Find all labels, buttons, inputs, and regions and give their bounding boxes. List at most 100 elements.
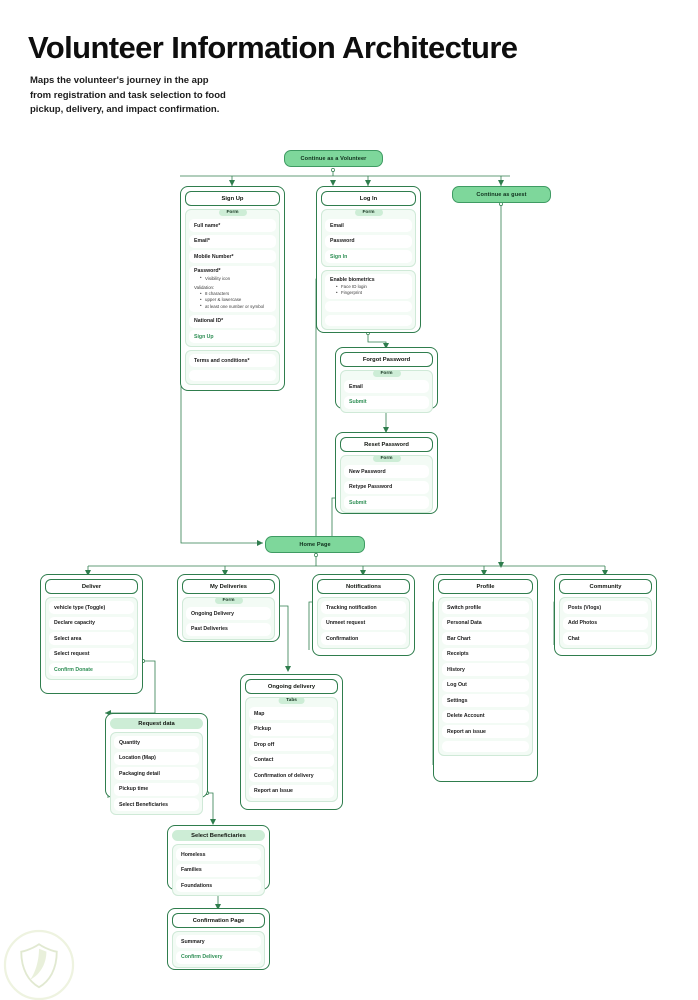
card-select-beneficiaries[interactable]: Select Beneficiaries Homeless Families F… [167, 825, 270, 896]
card-title: Deliver [45, 579, 138, 594]
field-full-name[interactable]: Full name* [189, 219, 276, 232]
forgot-submit-button[interactable]: Submit [344, 395, 429, 409]
tab-map[interactable]: Map [249, 707, 334, 720]
my-deliveries-ongoing[interactable]: Ongoing Delivery [186, 607, 271, 620]
card-community[interactable]: Community Posts (Vlogs) Add Photos Chat [554, 574, 657, 656]
beneficiary-item-foundations[interactable]: Foundations [176, 879, 261, 892]
login-biometrics-group: Enable biometrics Face ID login Fingerpr… [321, 270, 416, 330]
beneficiary-item-homeless[interactable]: Homeless [176, 848, 261, 861]
tab-confirmation-of-delivery[interactable]: Confirmation of delivery [249, 769, 334, 782]
card-title: Community [559, 579, 652, 594]
list-item: Face ID login [336, 283, 407, 290]
deliver-item-declare-capacity[interactable]: Declare capacity [49, 616, 134, 630]
card-title: Confirmation Page [172, 913, 265, 928]
card-deliver[interactable]: Deliver vehicle type (Toggle) Declare ca… [40, 574, 143, 694]
beneficiaries-items-group: Homeless Families Foundations [172, 844, 265, 896]
field-password[interactable]: Password* Visibility icon Validation: 8 … [189, 265, 276, 313]
deliver-item-select-request[interactable]: Select request [49, 647, 134, 661]
notifications-items-group: Tracking notification Unmeet request Con… [317, 597, 410, 649]
request-item-pickup-time[interactable]: Pickup time [114, 782, 199, 796]
terms-and-conditions-link[interactable]: Terms and conditions* [189, 354, 276, 368]
group-badge: Form [214, 597, 243, 604]
card-log-in[interactable]: Log In Form Email Password Sign In Enabl… [316, 186, 421, 333]
profile-item-personal-data[interactable]: Personal Data [442, 616, 529, 630]
tab-report-an-issue[interactable]: Report an Issue [249, 784, 334, 798]
field-national-id[interactable]: National ID* [189, 314, 276, 328]
confirmation-items-group: Summary Confirm Delivery [172, 931, 265, 968]
field-mobile-number[interactable]: Mobile Number* [189, 250, 276, 263]
my-deliveries-past[interactable]: Past Deliveries [186, 622, 271, 636]
card-title: Sign Up [185, 191, 280, 206]
request-item-quantity[interactable]: Quantity [114, 736, 199, 749]
card-title: Notifications [317, 579, 410, 594]
field-password[interactable]: Password [325, 234, 412, 248]
profile-item-settings[interactable]: Settings [442, 694, 529, 707]
card-title: Log In [321, 191, 416, 206]
list-item: Fingerprint [336, 290, 407, 296]
community-items-group: Posts (Vlogs) Add Photos Chat [559, 597, 652, 649]
notification-item-confirmation[interactable]: Confirmation [321, 632, 406, 645]
community-item-chat[interactable]: Chat [563, 632, 648, 645]
node-continue-as-volunteer[interactable]: Continue as a Volunteer [284, 150, 383, 167]
list-item: Visibility icon [200, 275, 271, 282]
profile-item-history[interactable]: History [442, 663, 529, 676]
card-request-data[interactable]: Request data Quantity Location (Map) Pac… [105, 713, 208, 815]
beneficiary-item-families[interactable]: Families [176, 863, 261, 877]
card-sign-up[interactable]: Sign Up Form Full name* Email* Mobile Nu… [180, 186, 285, 391]
card-ongoing-delivery[interactable]: Ongoing delivery Tabs Map Pickup Drop of… [240, 674, 343, 810]
biometrics-list: Face ID login Fingerprint [330, 283, 407, 296]
profile-item-report-an-issue[interactable]: Report an issue [442, 725, 529, 738]
deliver-item-vehicle-type[interactable]: vehicle type (Toggle) [49, 601, 134, 614]
profile-item-log-out[interactable]: Log Out [442, 678, 529, 692]
request-item-select-beneficiaries[interactable]: Select Beneficiaries [114, 798, 199, 811]
group-badge: Form [372, 455, 401, 462]
community-item-posts[interactable]: Posts (Vlogs) [563, 601, 648, 614]
node-continue-as-guest[interactable]: Continue as guest [452, 186, 551, 203]
profile-item-switch-profile[interactable]: Switch profile [442, 601, 529, 614]
request-item-location[interactable]: Location (Map) [114, 751, 199, 765]
tab-drop-off[interactable]: Drop off [249, 738, 334, 751]
node-home-page[interactable]: Home Page [265, 536, 365, 553]
community-item-add-photos[interactable]: Add Photos [563, 616, 648, 630]
card-notifications[interactable]: Notifications Tracking notification Unme… [312, 574, 415, 656]
signup-submit-button[interactable]: Sign Up [189, 330, 276, 344]
node-label: Continue as a Volunteer [300, 155, 367, 162]
profile-item-delete-account[interactable]: Delete Account [442, 709, 529, 723]
reset-submit-button[interactable]: Submit [344, 496, 429, 509]
profile-item-receipts[interactable]: Receipts [442, 647, 529, 661]
request-item-packaging-detail[interactable]: Packaging detail [114, 767, 199, 780]
validation-list: 8 characters upper & lowercase at least … [194, 291, 271, 310]
signup-form-group: Form Full name* Email* Mobile Number* Pa… [185, 209, 280, 348]
notification-item-unmeet-request[interactable]: Unmeet request [321, 616, 406, 630]
card-forgot-password[interactable]: Forgot Password Form Email Submit [335, 347, 438, 413]
confirm-delivery-button[interactable]: Confirm Delivery [176, 950, 261, 964]
field-new-password[interactable]: New Password [344, 465, 429, 478]
confirmation-item-summary[interactable]: Summary [176, 935, 261, 948]
ongoing-delivery-tabs-group: Tabs Map Pickup Drop off Contact Confirm… [245, 697, 338, 802]
notification-item-tracking[interactable]: Tracking notification [321, 601, 406, 614]
group-badge: Form [218, 209, 247, 216]
field-email[interactable]: Email* [189, 234, 276, 248]
tab-pickup[interactable]: Pickup [249, 722, 334, 736]
card-confirmation-page[interactable]: Confirmation Page Summary Confirm Delive… [167, 908, 270, 970]
card-my-deliveries[interactable]: My Deliveries Form Ongoing Delivery Past… [177, 574, 280, 642]
field-retype-password[interactable]: Retype Password [344, 480, 429, 494]
spacer-row [325, 314, 412, 326]
node-label: Continue as guest [476, 191, 527, 198]
profile-item-bar-chart[interactable]: Bar Chart [442, 632, 529, 645]
card-profile[interactable]: Profile Switch profile Personal Data Bar… [433, 574, 538, 782]
enable-biometrics-row[interactable]: Enable biometrics Face ID login Fingerpr… [325, 274, 412, 299]
confirm-donate-button[interactable]: Confirm Donate [49, 663, 134, 676]
card-title: Reset Password [340, 437, 433, 452]
field-email[interactable]: Email [325, 219, 412, 232]
tab-contact[interactable]: Contact [249, 753, 334, 767]
list-item: at least one number or symbol [200, 303, 271, 310]
signin-submit-button[interactable]: Sign In [325, 250, 412, 263]
validation-label: Validation: [194, 284, 215, 290]
deliver-item-select-area[interactable]: Select area [49, 632, 134, 645]
field-email[interactable]: Email [344, 380, 429, 393]
page-title: Volunteer Information Architecture [28, 30, 518, 65]
card-reset-password[interactable]: Reset Password Form New Password Retype … [335, 432, 438, 514]
